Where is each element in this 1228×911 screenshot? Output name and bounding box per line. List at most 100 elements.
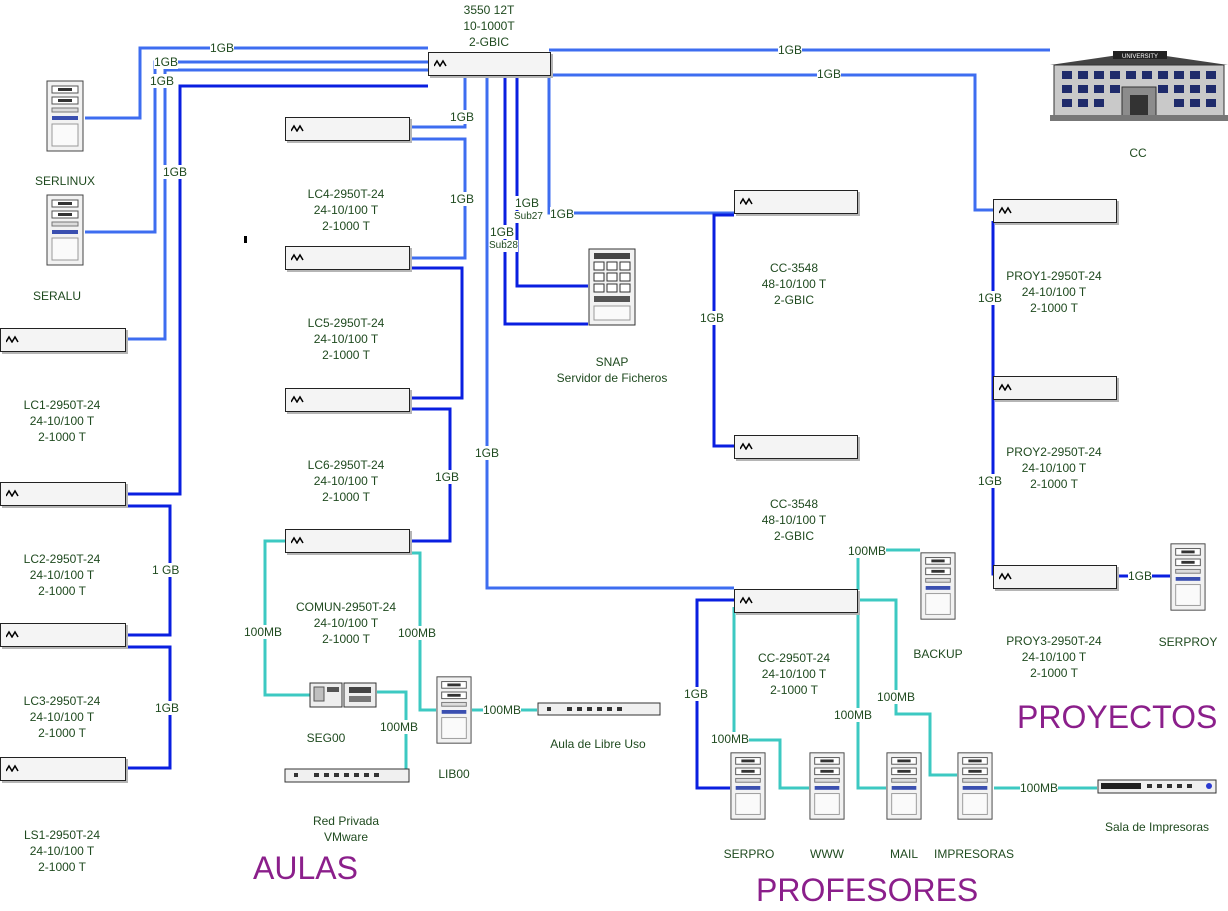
red-privada-switch-icon[interactable] — [284, 768, 410, 784]
impresoras-server-icon[interactable] — [957, 750, 993, 822]
link-label: 1GB — [550, 207, 575, 221]
seralu-label: SERALU — [32, 289, 82, 303]
serlinux-server-icon[interactable] — [46, 80, 84, 152]
sala-impresoras-label: Sala de Impresoras — [1104, 820, 1210, 834]
link-label: 1GB — [978, 474, 1003, 488]
link-label: 1GB — [817, 67, 842, 81]
mail-server-icon[interactable] — [886, 750, 922, 822]
core-switch-3550[interactable] — [428, 52, 551, 76]
switch-proy3[interactable] — [993, 565, 1117, 589]
lib00-label: LIB00 — [438, 767, 470, 781]
lc5-label: LC5-2950T-24 24-10/100 T 2-1000 T — [307, 316, 385, 362]
seg00-security-appliance-icon[interactable] — [309, 682, 377, 708]
switch-lc5[interactable] — [285, 246, 410, 270]
link-label: 1GB — [155, 701, 180, 715]
serproy-server-icon[interactable] — [1170, 541, 1206, 613]
switch-cc3548-a[interactable] — [734, 190, 858, 214]
link-label: 1GB — [475, 446, 500, 460]
cisco-switch-icon — [6, 764, 19, 772]
link-lc5-lc6 — [408, 266, 464, 400]
link-label-100mb: 100MB — [483, 703, 522, 717]
cisco-switch-icon — [434, 59, 447, 67]
university-building-icon[interactable]: UNIVERSITY — [1050, 49, 1228, 123]
link-cc2950-impresoras — [858, 598, 957, 777]
zone-proyectos-title: PROYECTOS — [1017, 699, 1218, 735]
cisco-switch-icon — [999, 383, 1012, 391]
switch-proy1[interactable] — [993, 199, 1117, 223]
cc-label: CC — [1129, 146, 1147, 160]
switch-lc6[interactable] — [285, 388, 410, 412]
core-switch-label: 3550 12T 10-1000T 2-GBIC — [463, 3, 515, 49]
link-cc2950-www — [734, 738, 809, 790]
switch-lc1[interactable] — [0, 328, 126, 352]
www-server-icon[interactable] — [809, 750, 845, 822]
link-label: 1GB — [778, 43, 803, 57]
switch-lc4[interactable] — [285, 117, 410, 141]
link-label: 1GB — [435, 470, 460, 484]
link-label-100mb: 100MB — [848, 544, 887, 558]
cisco-switch-icon — [6, 335, 19, 343]
comun-label: COMUN-2950T-24 24-10/100 T 2-1000 T — [295, 600, 397, 646]
link-label: 1GB — [450, 192, 475, 206]
sala-impresoras-switch-icon[interactable] — [1097, 779, 1217, 795]
cisco-switch-icon — [291, 253, 304, 261]
cisco-switch-icon — [740, 197, 753, 205]
link-core-snap-sub28 — [503, 75, 588, 326]
link-label-100mb: 100MB — [1020, 781, 1059, 795]
link-sublabel: Sub27 — [514, 211, 543, 223]
link-label: 1GB — [210, 41, 235, 55]
serpro-label: SERPRO — [723, 847, 775, 861]
switch-comun[interactable] — [285, 529, 410, 553]
zone-profesores-title: PROFESORES — [756, 872, 979, 908]
lc4-label: LC4-2950T-24 24-10/100 T 2-1000 T — [307, 187, 385, 233]
switch-lc2[interactable] — [0, 482, 126, 506]
cisco-switch-icon — [291, 124, 304, 132]
link-core-cc2950 — [485, 75, 734, 590]
switch-lc3[interactable] — [0, 623, 126, 647]
seralu-server-icon[interactable] — [46, 194, 84, 266]
serpro-server-icon[interactable] — [730, 750, 766, 822]
backup-server-icon[interactable] — [920, 550, 956, 622]
link-seg00-redprivada — [377, 690, 408, 772]
building-sign: UNIVERSITY — [1122, 54, 1158, 60]
switch-cc2950[interactable] — [734, 589, 858, 613]
link-cc3548a-cc3548b — [712, 213, 734, 448]
cc3548a-label: CC-3548 48-10/100 T 2-GBIC — [761, 261, 827, 307]
red-privada-label: Red Privada VMware — [312, 814, 380, 844]
link-label-100mb: 100MB — [834, 708, 873, 722]
cisco-switch-icon — [999, 206, 1012, 214]
link-label: 1GB — [450, 110, 475, 124]
link-label: 1GB — [1128, 569, 1153, 583]
link-label: 1GB — [154, 55, 179, 69]
proy3-label: PROY3-2950T-24 24-10/100 T 2-1000 T — [1006, 634, 1102, 680]
link-label-100mb: 100MB — [244, 625, 283, 639]
snap-file-server-icon[interactable] — [588, 248, 636, 326]
snap-label: SNAP Servidor de Ficheros — [556, 355, 668, 385]
lc2-label: LC2-2950T-24 24-10/100 T 2-1000 T — [23, 552, 101, 598]
backup-label: BACKUP — [913, 647, 963, 661]
impresoras-label: IMPRESORAS — [933, 847, 1014, 861]
link-core-lc2 — [124, 84, 428, 496]
cc3548b-label: CC-3548 48-10/100 T 2-GBIC — [761, 497, 827, 543]
link-label: 1GB — [150, 74, 175, 88]
cisco-switch-icon — [6, 630, 19, 638]
switch-proy2[interactable] — [993, 376, 1117, 400]
link-core-lc4 — [408, 75, 467, 129]
cisco-switch-icon — [740, 596, 753, 604]
link-label: 1GB — [163, 165, 188, 179]
stray-dot — [244, 236, 247, 243]
link-sublabel: Sub28 — [489, 240, 518, 252]
cisco-switch-icon — [291, 536, 304, 544]
cisco-switch-icon — [6, 489, 19, 497]
lib00-server-icon[interactable] — [436, 674, 472, 746]
link-label: 1GB — [515, 196, 540, 210]
link-core-proy1 — [549, 73, 993, 212]
switch-ls1[interactable] — [0, 757, 126, 781]
aula-libre-uso-switch-icon[interactable] — [537, 702, 661, 717]
seg00-label: SEG00 — [306, 731, 346, 745]
lc6-label: LC6-2950T-24 24-10/100 T 2-1000 T — [307, 458, 385, 504]
link-label-100mb: 100MB — [711, 732, 750, 746]
link-core-cc3548a — [547, 62, 734, 215]
switch-cc3548-b[interactable] — [734, 435, 858, 459]
link-label: 1GB — [700, 311, 725, 325]
